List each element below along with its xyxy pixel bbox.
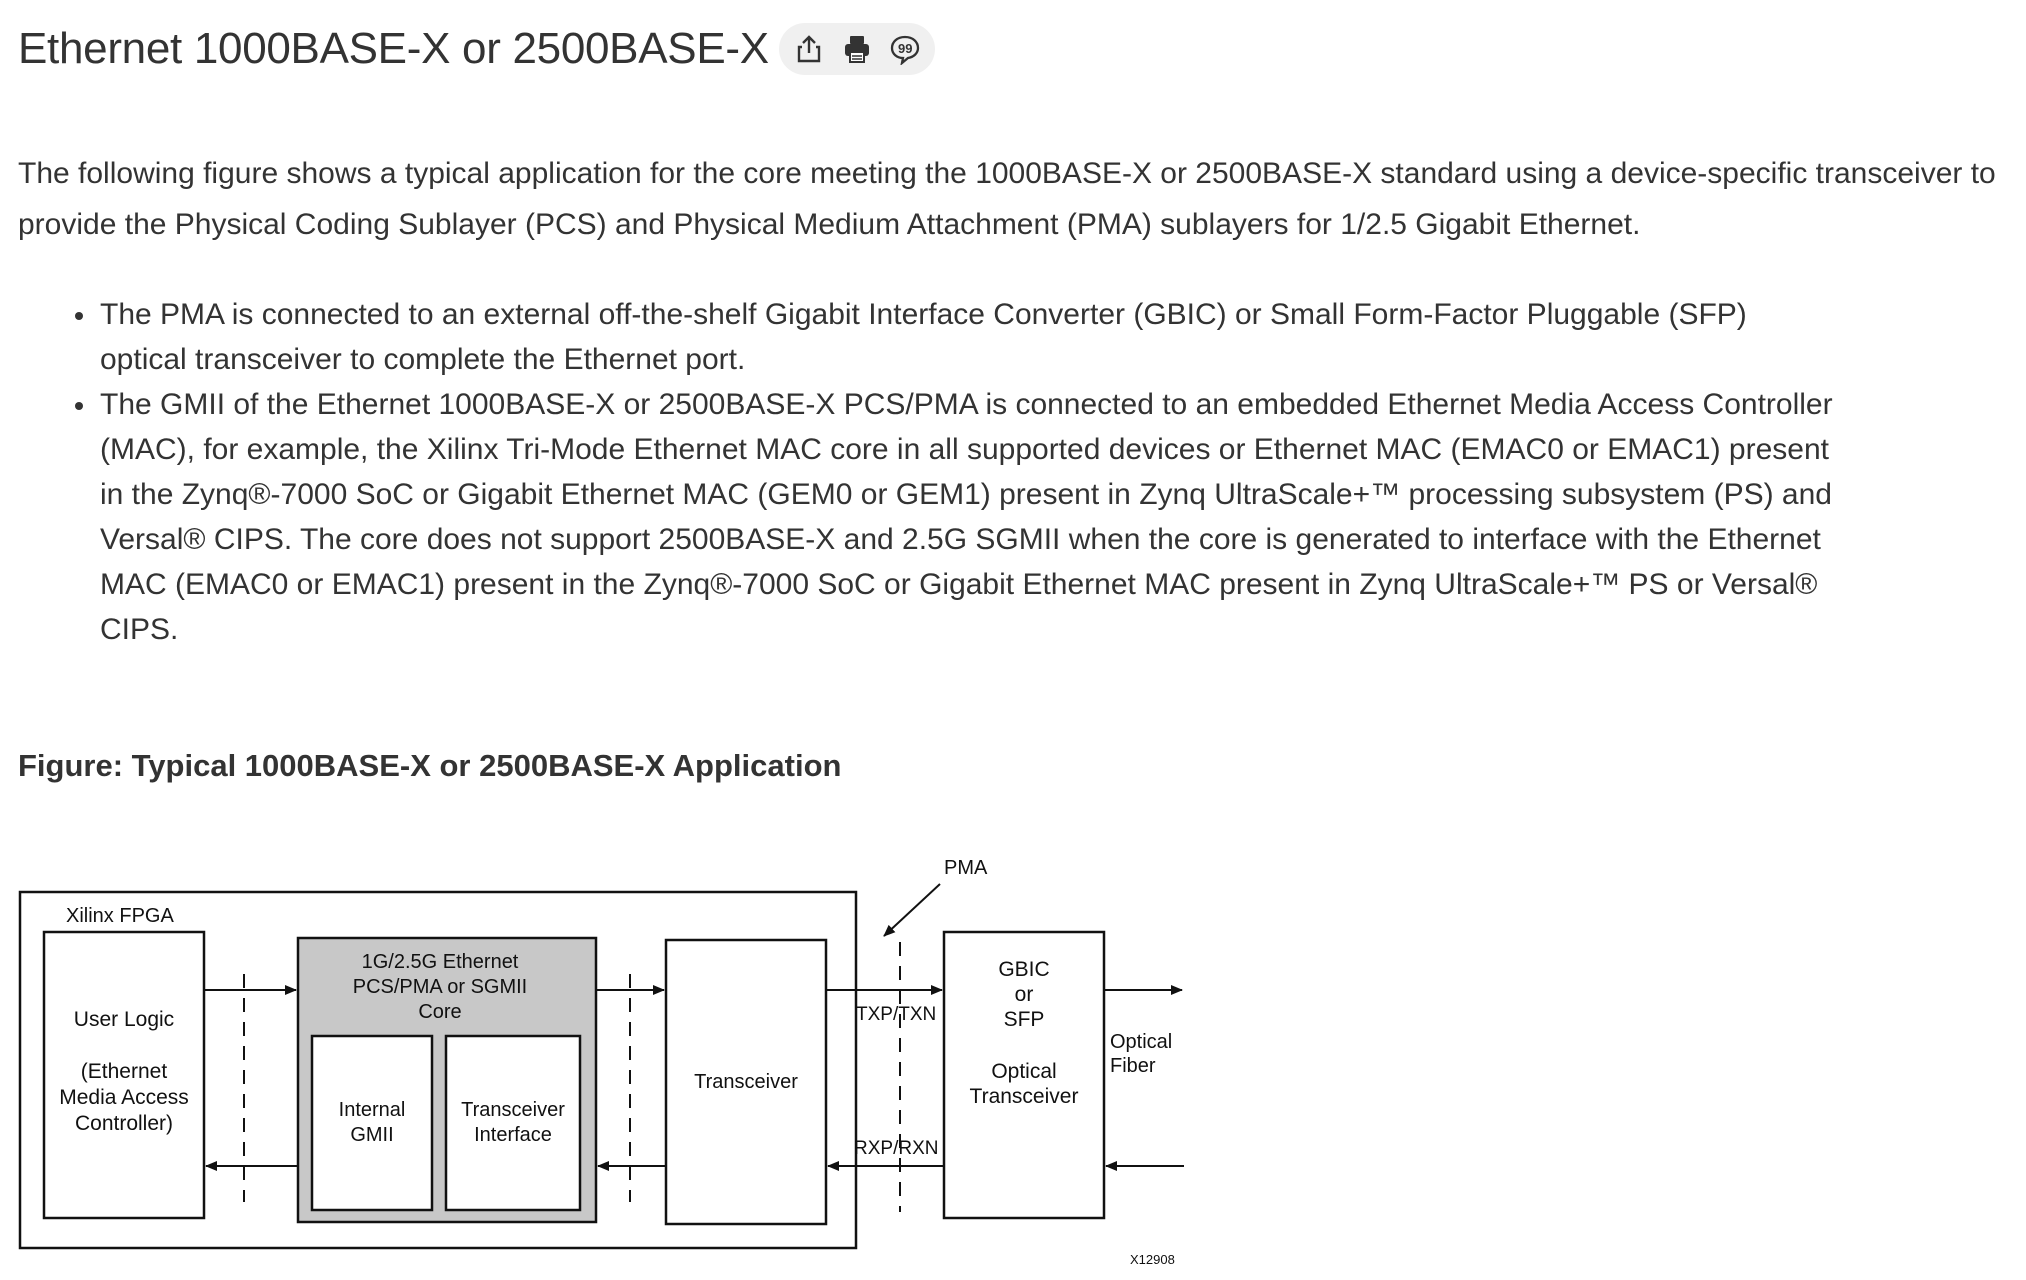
optical-transceiver-label: Optical — [991, 1060, 1056, 1083]
page-toolbar: 99 — [778, 23, 935, 75]
gbic-label: or — [1015, 983, 1034, 1006]
gbic-label: GBIC — [998, 958, 1049, 981]
pma-label: PMA — [944, 857, 988, 879]
gbic-label: SFP — [1004, 1008, 1045, 1031]
core-label: 1G/2.5G Ethernet — [362, 951, 519, 973]
pma-pointer-arrow — [883, 883, 941, 937]
print-button[interactable] — [837, 29, 877, 69]
user-logic-box — [42, 930, 206, 1220]
bullet-list: The PMA is connected to an external off-… — [18, 292, 1840, 652]
list-item: The GMII of the Ethernet 1000BASE-X or 2… — [75, 382, 1840, 652]
core-label: PCS/PMA or SGMII — [353, 976, 527, 998]
feedback-icon: 99 — [890, 35, 919, 65]
internal-gmii-box — [310, 1034, 434, 1212]
feedback-button[interactable]: 99 — [885, 29, 925, 69]
optical-fiber-label: Optical — [1110, 1031, 1172, 1053]
transceiver-interface-box — [444, 1034, 582, 1212]
intro-paragraph: The following figure shows a typical app… — [18, 157, 1996, 241]
figure-caption: Figure: Typical 1000BASE-X or 2500BASE-X… — [18, 748, 842, 783]
user-logic-label: Controller) — [75, 1112, 173, 1135]
transceiver-box — [664, 938, 828, 1226]
list-item: The PMA is connected to an external off-… — [75, 292, 1840, 382]
fpga-boundary — [18, 890, 858, 1250]
gbic-sfp-box — [942, 930, 1106, 1220]
internal-gmii-label: Internal — [339, 1099, 406, 1121]
transceiver-interface-label: Interface — [474, 1124, 552, 1146]
core-label: Core — [418, 1001, 461, 1023]
optical-transceiver-label: Transceiver — [970, 1085, 1079, 1108]
print-icon — [844, 36, 869, 63]
transceiver-interface-label: Transceiver — [461, 1099, 565, 1121]
share-icon — [797, 35, 820, 63]
user-logic-label: (Ethernet — [81, 1060, 168, 1083]
application-diagram: Xilinx FPGA User Logic (Ethernet Media A… — [18, 857, 1184, 1267]
share-button[interactable] — [789, 29, 829, 69]
user-logic-label: Media Access — [59, 1086, 189, 1109]
optical-fiber-label: Fiber — [1110, 1055, 1156, 1077]
fpga-label: Xilinx FPGA — [66, 905, 174, 927]
user-logic-label: User Logic — [74, 1008, 174, 1031]
txp-txn-label: TXP/TXN — [856, 1004, 936, 1025]
figure-id: X12908 — [1130, 1252, 1175, 1267]
page-title: Ethernet 1000BASE-X or 2500BASE-X — [18, 24, 769, 73]
transceiver-label: Transceiver — [694, 1071, 798, 1093]
internal-gmii-label: GMII — [350, 1124, 393, 1146]
svg-text:99: 99 — [898, 41, 912, 56]
title-row: Ethernet 1000BASE-X or 2500BASE-X — [18, 18, 935, 80]
rxp-rxn-label: RXP/RXN — [854, 1138, 938, 1159]
